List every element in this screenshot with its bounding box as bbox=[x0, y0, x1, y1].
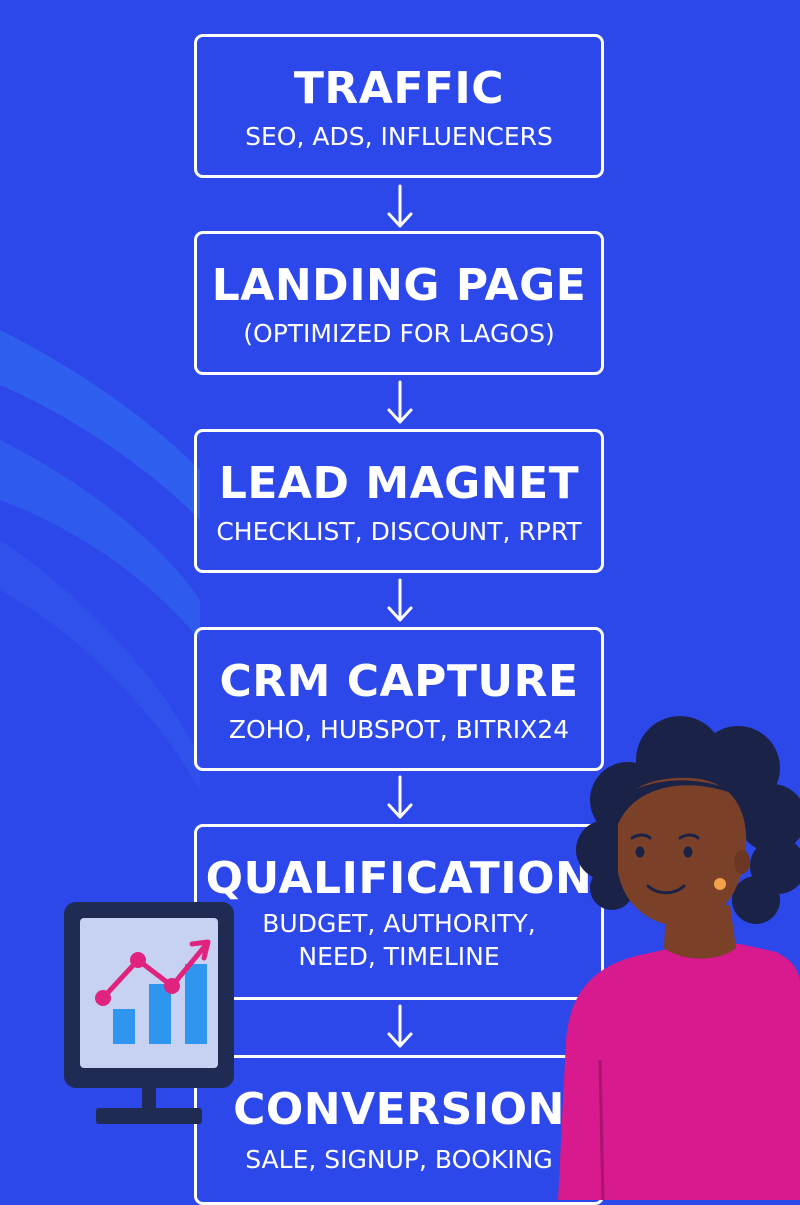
step-subtitle: SEO, ADS, INFLUENCERS bbox=[245, 122, 553, 151]
arrow-down-icon bbox=[387, 578, 413, 622]
swoosh-1 bbox=[0, 330, 200, 520]
arrow-down-icon bbox=[387, 380, 413, 424]
step-title: CRM CAPTURE bbox=[219, 656, 579, 707]
step-landing-page: LANDING PAGE (OPTIMIZED FOR LAGOS) bbox=[194, 231, 604, 375]
swoosh-2 bbox=[0, 440, 200, 640]
step-title: CONVERSION bbox=[233, 1084, 565, 1135]
swoosh-3 bbox=[0, 540, 200, 790]
step-subtitle: ZOHO, HUBSPOT, BITRIX24 bbox=[228, 715, 570, 744]
step-subtitle-line-2: NEED, TIMELINE bbox=[298, 942, 500, 971]
step-conversion: CONVERSION SALE, SIGNUP, BOOKING bbox=[194, 1055, 604, 1205]
step-subtitle: (OPTIMIZED FOR LAGOS) bbox=[243, 319, 555, 348]
step-title: LANDING PAGE bbox=[211, 260, 587, 311]
step-title: QUALIFICATION bbox=[205, 853, 593, 904]
step-subtitle-line-1: BUDGET, AUTHORITY, bbox=[262, 909, 536, 938]
step-subtitle: CHECKLIST, DISCOUNT, RPRT bbox=[216, 517, 582, 546]
step-lead-magnet: LEAD MAGNET CHECKLIST, DISCOUNT, RPRT bbox=[194, 429, 604, 573]
step-title: LEAD MAGNET bbox=[218, 458, 580, 509]
arrow-down-icon bbox=[387, 1004, 413, 1048]
step-traffic: TRAFFIC SEO, ADS, INFLUENCERS bbox=[194, 34, 604, 178]
step-subtitle: SALE, SIGNUP, BOOKING bbox=[245, 1145, 553, 1174]
arrow-down-icon bbox=[387, 184, 413, 228]
step-title: TRAFFIC bbox=[293, 63, 505, 114]
step-qualification: QUALIFICATION BUDGET, AUTHORITY, NEED, T… bbox=[194, 824, 604, 1000]
arrow-down-icon bbox=[387, 775, 413, 819]
step-subtitle: BUDGET, AUTHORITY, NEED, TIMELINE bbox=[197, 907, 601, 973]
step-crm-capture: CRM CAPTURE ZOHO, HUBSPOT, BITRIX24 bbox=[194, 627, 604, 771]
